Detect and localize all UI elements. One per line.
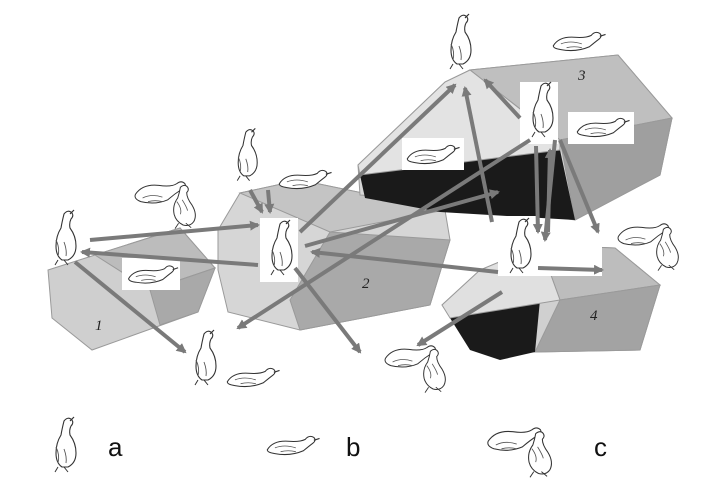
arrow [461, 86, 494, 223]
arrow [540, 139, 557, 242]
arrow [73, 260, 187, 354]
arrow [80, 247, 259, 267]
arrow [248, 189, 264, 214]
bird-lying-icon [552, 31, 607, 52]
legend-label-a: a [108, 432, 123, 462]
arrow [310, 247, 499, 274]
arrow [298, 83, 457, 234]
legend-label-b: b [346, 432, 361, 462]
arrow [264, 189, 275, 214]
arrow [89, 220, 260, 242]
arrow [537, 264, 604, 275]
legend-label-c: c [594, 432, 607, 462]
box-3-label: 3 [577, 68, 586, 84]
bird-upright-icon [54, 209, 77, 266]
legend-upright-bird-icon [54, 416, 77, 473]
arrow [416, 290, 504, 347]
arrows [73, 78, 604, 354]
arrow [483, 78, 522, 120]
arrow [558, 139, 600, 234]
bird-upright-icon [194, 329, 217, 386]
bird-pair-icon [384, 345, 446, 394]
arrow [304, 189, 500, 248]
box-4-label: 4 [590, 308, 598, 324]
bird-upright-icon [236, 127, 258, 182]
legend-lying-bird-icon [266, 435, 321, 456]
arrow [532, 145, 543, 234]
box-2-label: 2 [362, 276, 370, 292]
bird-upright-icon [449, 13, 472, 70]
bird-pair-icon [134, 181, 196, 230]
legend-bird-pair-icon [487, 427, 552, 478]
bird-lying-icon [226, 367, 281, 388]
box-1-label: 1 [95, 318, 103, 334]
